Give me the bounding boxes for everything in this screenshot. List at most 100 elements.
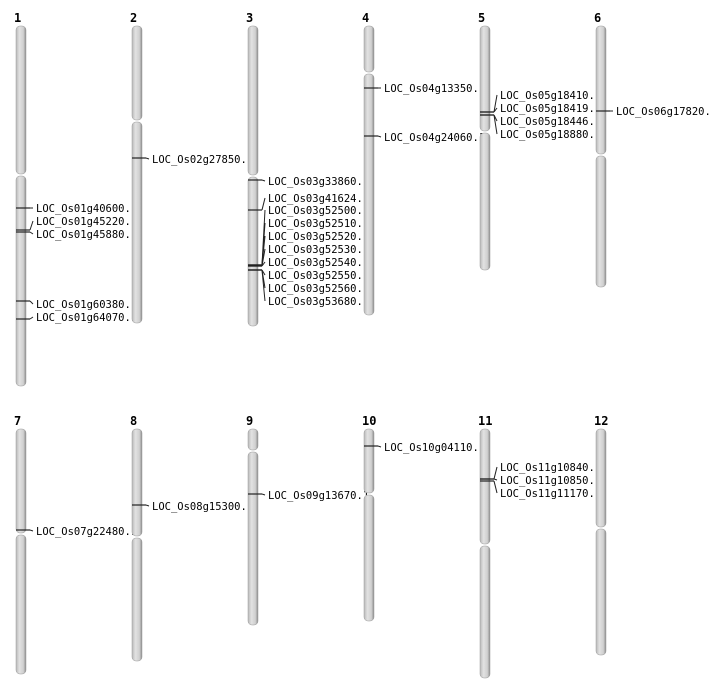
- gene-label: LOC_Os05g18880.1: [500, 129, 601, 141]
- gene-marker: LOC_Os03g53680.1: [248, 269, 369, 308]
- gene-marker: LOC_Os03g33860.1: [248, 176, 369, 188]
- gene-label: LOC_Os01g40600.1: [36, 203, 137, 215]
- gene-marker: LOC_Os08g15300.1: [132, 501, 253, 513]
- gene-label: LOC_Os03g52530.1: [268, 244, 369, 256]
- chromosome-number: 5: [478, 11, 485, 25]
- chromosome-number: 8: [130, 414, 137, 428]
- gene-label: LOC_Os03g52560.1: [268, 283, 369, 295]
- gene-label: LOC_Os05g18419.1: [500, 103, 601, 115]
- gene-label: LOC_Os05g18410.1: [500, 90, 601, 102]
- chromosome-short-arm: [363, 25, 375, 73]
- gene-label: LOC_Os06g17820.1: [616, 106, 712, 118]
- chromosome-short-arm: [363, 428, 375, 494]
- gene-label: LOC_Os03g33860.1: [268, 176, 369, 188]
- gene-label: LOC_Os08g15300.1: [152, 501, 253, 513]
- gene-label: LOC_Os11g11170.1: [500, 488, 601, 500]
- gene-label: LOC_Os03g53680.1: [268, 296, 369, 308]
- chromosome-short-arm: [595, 428, 607, 528]
- chromosome-long-arm: [247, 451, 259, 626]
- gene-label: LOC_Os07g22480.1: [36, 526, 137, 538]
- gene-marker: LOC_Os01g40600.1: [16, 203, 137, 215]
- gene-marker: LOC_Os03g52550.1: [248, 269, 369, 282]
- gene-marker: LOC_Os04g24060.1: [364, 132, 485, 144]
- chromosome-12: 12: [594, 414, 608, 656]
- gene-label: LOC_Os03g52520.1: [268, 231, 369, 243]
- chromosome-long-arm: [15, 175, 27, 387]
- chromosome-number: 3: [246, 11, 253, 25]
- chromosome-long-arm: [595, 528, 607, 656]
- gene-marker: LOC_Os02g27850.1: [132, 154, 253, 166]
- gene-marker: LOC_Os05g18419.1: [480, 103, 601, 115]
- gene-marker: LOC_Os03g41624.1: [248, 193, 369, 211]
- chromosome-number: 10: [362, 414, 376, 428]
- chromosome-3: 3LOC_Os03g33860.1LOC_Os03g41624.1LOC_Os0…: [246, 11, 369, 327]
- chromosome-5: 5LOC_Os05g18410.1LOC_Os05g18419.1LOC_Os0…: [478, 11, 601, 271]
- chromosome-long-arm: [15, 534, 27, 675]
- gene-label: LOC_Os04g24060.1: [384, 132, 485, 144]
- chromosome-short-arm: [131, 428, 143, 537]
- gene-label: LOC_Os03g52540.1: [268, 257, 369, 269]
- gene-marker: LOC_Os01g64070.1: [16, 312, 137, 324]
- chromosome-short-arm: [247, 25, 259, 176]
- gene-label: LOC_Os10g04110.1: [384, 442, 485, 454]
- chromosome-number: 4: [362, 11, 369, 25]
- gene-label: LOC_Os03g52550.1: [268, 270, 369, 282]
- gene-marker: LOC_Os06g17820.1: [596, 106, 712, 118]
- chromosome-11: 11LOC_Os11g10840.1LOC_Os11g10850.1LOC_Os…: [478, 414, 601, 679]
- chromosome-long-arm: [363, 494, 375, 622]
- gene-label: LOC_Os01g45880.1: [36, 229, 137, 241]
- gene-label: LOC_Os03g41624.1: [268, 193, 369, 205]
- gene-label: LOC_Os05g18446.1: [500, 116, 601, 128]
- gene-marker: LOC_Os01g45220.1: [16, 216, 137, 231]
- chromosome-short-arm: [131, 25, 143, 121]
- gene-marker: LOC_Os04g13350.1: [364, 83, 485, 95]
- gene-marker: LOC_Os10g04110.1: [364, 442, 485, 454]
- gene-marker: LOC_Os03g52520.1: [248, 231, 369, 266]
- chromosome-long-arm: [479, 545, 491, 679]
- chromosome-long-arm: [131, 537, 143, 662]
- chromosome-short-arm: [15, 428, 27, 534]
- chromosome-number: 7: [14, 414, 21, 428]
- chromosome-number: 2: [130, 11, 137, 25]
- gene-marker: LOC_Os11g11170.1: [480, 480, 601, 500]
- gene-label: LOC_Os03g52510.1: [268, 218, 369, 230]
- gene-marker: LOC_Os11g10850.1: [480, 475, 601, 487]
- chromosome-long-arm: [363, 73, 375, 316]
- chromosome-short-arm: [479, 428, 491, 545]
- gene-marker: LOC_Os05g18446.1: [480, 114, 601, 128]
- gene-marker: LOC_Os07g22480.1: [16, 526, 137, 538]
- chromosome-long-arm: [247, 176, 259, 327]
- chromosome-short-arm: [247, 428, 259, 451]
- gene-label: LOC_Os04g13350.1: [384, 83, 485, 95]
- chromosome-number: 11: [478, 414, 492, 428]
- chromosome-long-arm: [595, 155, 607, 288]
- chromosome-short-arm: [15, 25, 27, 175]
- gene-label: LOC_Os11g10850.1: [500, 475, 601, 487]
- chromosome-number: 1: [14, 11, 21, 25]
- chromosome-number: 12: [594, 414, 608, 428]
- chromosome-long-arm: [479, 132, 491, 271]
- gene-marker: LOC_Os09g13670.1: [248, 490, 369, 502]
- gene-label: LOC_Os01g64070.1: [36, 312, 137, 324]
- gene-marker: LOC_Os01g45880.1: [16, 229, 137, 241]
- gene-label: LOC_Os01g60380.1: [36, 299, 137, 311]
- gene-marker: LOC_Os03g52540.1: [248, 257, 369, 269]
- gene-marker: LOC_Os01g60380.1: [16, 299, 137, 311]
- chromosome-long-arm: [131, 121, 143, 324]
- gene-marker: LOC_Os05g18880.1: [480, 114, 601, 141]
- chromosome-number: 6: [594, 11, 601, 25]
- chromosome-short-arm: [595, 25, 607, 155]
- chromosome-short-arm: [479, 25, 491, 132]
- gene-label: LOC_Os09g13670.1: [268, 490, 369, 502]
- chromosome-number: 9: [246, 414, 253, 428]
- chromosome-1: 1LOC_Os01g40600.1LOC_Os01g45220.1LOC_Os0…: [14, 11, 137, 387]
- gene-label: LOC_Os02g27850.1: [152, 154, 253, 166]
